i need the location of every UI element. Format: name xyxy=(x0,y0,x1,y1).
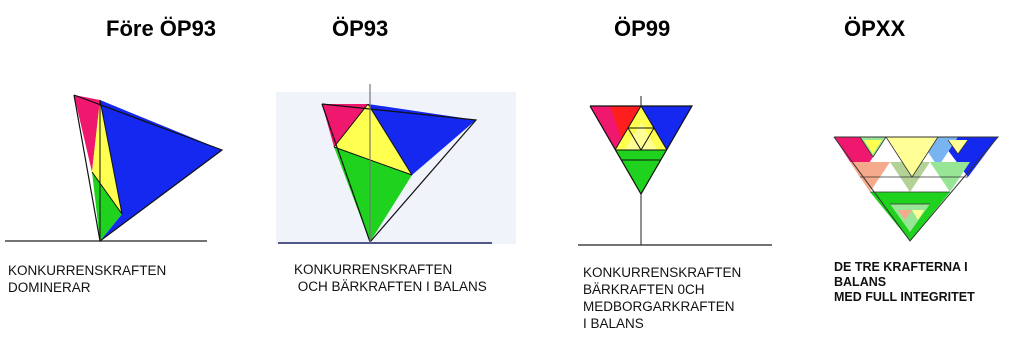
light-yellow-region xyxy=(948,140,968,154)
panel-op99: ÖP99 KONKURRENSKRAFTEN BÄRKRAFTEN 0CH ME… xyxy=(550,0,800,343)
panel-opxx: ÖPXX DE TRE KRAFTERNA I BALANS MED FULL … xyxy=(800,0,1017,343)
panel-op93: ÖP93 KONKURRENSKRAFTEN OCH BÄRKRAFTEN I … xyxy=(250,0,550,343)
panel-title: ÖP99 xyxy=(614,16,671,41)
caption-line: BÄRKRAFTEN 0CH xyxy=(583,282,705,297)
inner-line xyxy=(885,136,913,178)
inner-line xyxy=(367,103,413,176)
caption-line: KONKURRENSKRAFTEN xyxy=(583,265,742,280)
blue-region xyxy=(368,104,476,175)
panel-caption: KONKURRENSKRAFTEN OCH BÄRKRAFTEN I BALAN… xyxy=(294,261,487,295)
magenta-region xyxy=(74,95,100,172)
blue-region xyxy=(641,106,692,150)
caption-line: BALANS xyxy=(834,275,887,289)
panel-title: ÖPXX xyxy=(844,16,906,41)
panel-caption: KONKURRENSKRAFTEN DOMINERAR xyxy=(8,262,166,296)
triangle-diagram-op99 xyxy=(578,96,772,246)
caption-line: DE TRE KRAFTERNA I xyxy=(834,260,968,274)
red-region xyxy=(610,106,641,140)
inner-line xyxy=(872,136,887,158)
salmon-region xyxy=(898,210,912,220)
triangle-diagram-fore-op93 xyxy=(5,94,224,243)
outline xyxy=(833,136,1000,242)
inner-line xyxy=(911,136,939,178)
green-region xyxy=(621,160,661,194)
triangle-diagram-opxx xyxy=(833,136,1000,242)
inner-line xyxy=(627,127,642,151)
triangle-diagram-op93 xyxy=(276,84,516,244)
inner-line xyxy=(859,136,874,158)
inner-line xyxy=(99,99,123,215)
caption-line: OCH BÄRKRAFTEN I BALANS xyxy=(294,279,487,294)
caption-line: KONKURRENSKRAFTEN xyxy=(8,263,167,278)
inner-line xyxy=(640,127,655,151)
caption-line: KONKURRENSKRAFTEN xyxy=(294,262,453,277)
inner-line xyxy=(957,139,969,155)
light-yellow-region xyxy=(864,140,882,154)
panel-caption: KONKURRENSKRAFTEN BÄRKRAFTEN 0CH MEDBORG… xyxy=(583,264,741,332)
green-region xyxy=(334,147,412,242)
inner-line xyxy=(333,146,413,176)
panel-title: ÖP93 xyxy=(332,16,389,41)
panel-caption: DE TRE KRAFTERNA I BALANS MED FULL INTEG… xyxy=(834,260,975,305)
panel-fore-op93: Före ÖP93 KONKURRENSKRAFTEN DOMINERAR xyxy=(0,0,250,343)
inner-line xyxy=(947,139,959,155)
panel-title: Före ÖP93 xyxy=(106,16,217,41)
inner-line xyxy=(91,171,123,215)
caption-line: DOMINERAR xyxy=(8,280,91,295)
caption-line: MEDBORGARKRAFTEN xyxy=(583,299,735,314)
blue-region xyxy=(100,100,222,241)
light-yellow-region xyxy=(625,122,657,150)
outline xyxy=(73,94,224,243)
yellow-region xyxy=(334,104,412,175)
light-yellow-region xyxy=(912,210,924,220)
caption-line: I BALANS xyxy=(583,316,644,331)
outline xyxy=(321,103,478,244)
caption-line: MED FULL INTEGRITET xyxy=(834,290,975,304)
inner-line xyxy=(333,103,369,148)
yellow-region xyxy=(886,137,938,177)
